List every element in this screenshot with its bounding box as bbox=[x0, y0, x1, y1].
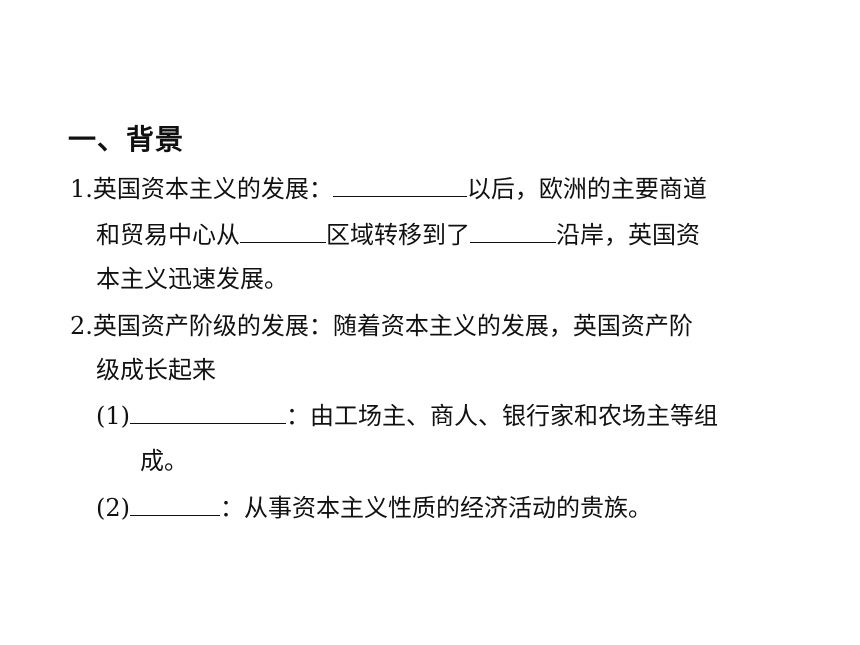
item1-line1-suffix: 以后，欧洲的主要商道 bbox=[466, 175, 707, 203]
item1-line2-middle: 区域转移到了 bbox=[326, 221, 470, 249]
blank-1[interactable] bbox=[332, 172, 467, 197]
sub1-label: (1) bbox=[96, 402, 130, 430]
item1-line1-prefix: 1.英国资本主义的发展： bbox=[70, 175, 333, 203]
sub2-label: (2) bbox=[96, 494, 130, 522]
item1-line2-prefix: 和贸易中心从 bbox=[96, 221, 240, 249]
sub2-text: ：从事资本主义性质的经济活动的贵族。 bbox=[220, 494, 652, 522]
sub1-text: ：由工场主、商人、银行家和农场主等组 bbox=[286, 402, 718, 430]
item2-sub1-cont: 成。 bbox=[140, 447, 188, 475]
item1-line2: 和贸易中心从 区域转移到了 沿岸，英国资 bbox=[96, 218, 700, 252]
item2-sub1: (1) ：由工场主、商人、银行家和农场主等组 bbox=[96, 399, 718, 433]
blank-3[interactable] bbox=[470, 218, 556, 243]
item1-line2-suffix: 沿岸，英国资 bbox=[556, 221, 700, 249]
blank-5[interactable] bbox=[130, 491, 220, 516]
section-title: 一、背景 bbox=[68, 123, 185, 156]
item1-line3: 本主义迅速发展。 bbox=[96, 265, 288, 293]
blank-2[interactable] bbox=[240, 218, 326, 243]
item1-line1: 1.英国资本主义的发展： 以后，欧洲的主要商道 bbox=[70, 172, 707, 206]
item2-line2: 级成长起来 bbox=[96, 356, 216, 384]
item2-line1: 2.英国资产阶级的发展：随着资本主义的发展，英国资产阶 bbox=[70, 312, 693, 340]
item2-sub2: (2) ：从事资本主义性质的经济活动的贵族。 bbox=[96, 491, 652, 525]
blank-4[interactable] bbox=[130, 399, 286, 424]
